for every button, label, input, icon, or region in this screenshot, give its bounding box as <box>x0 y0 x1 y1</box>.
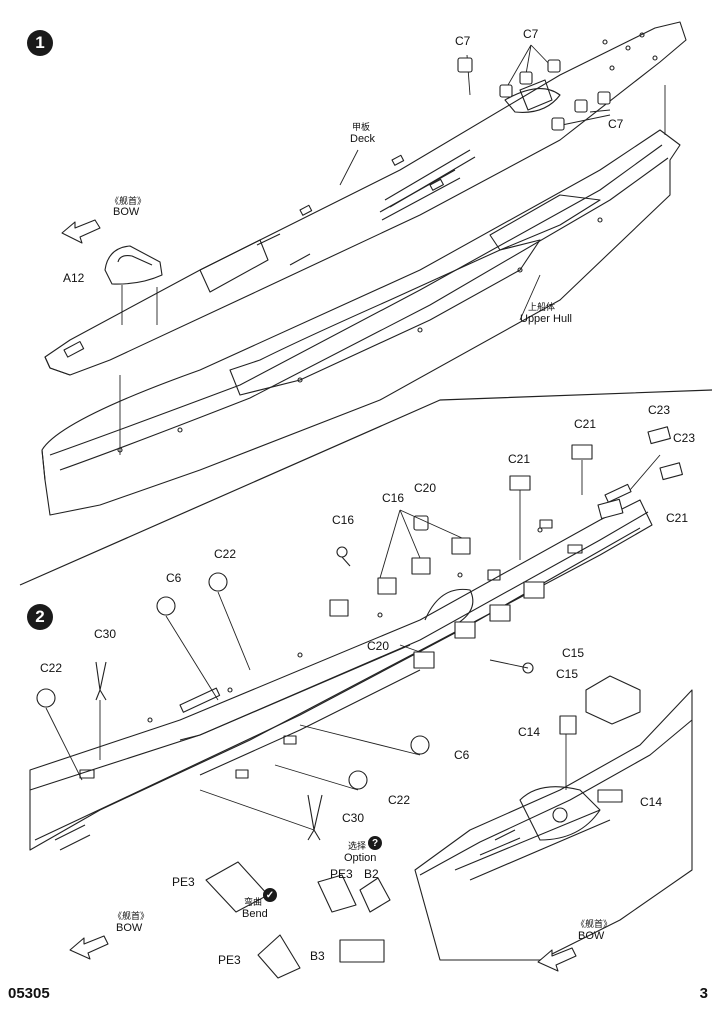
upper-hull-label-en: Upper Hull <box>520 313 572 325</box>
bow-direction-arrow-icon <box>61 219 101 244</box>
part-label-c7: C7 <box>455 34 471 48</box>
question-icon: ? <box>368 836 382 850</box>
bow-direction-arrow-icon <box>69 935 577 972</box>
part-label-c22: C22 <box>214 547 237 561</box>
part-label-c21: C21 <box>666 511 689 525</box>
bend-label-en: Bend <box>242 908 268 920</box>
bow-right-label-en: BOW <box>578 930 605 942</box>
part-label-c22: C22 <box>40 661 63 675</box>
part-label-c6: C6 <box>166 571 182 585</box>
c22-c6-parts <box>36 572 430 790</box>
c14-parts <box>559 675 641 803</box>
part-label-c22: C22 <box>388 793 411 807</box>
part-label-c16: C16 <box>332 513 355 527</box>
c7-parts <box>457 57 611 131</box>
deck-part <box>44 21 687 376</box>
part-label-c20: C20 <box>414 481 437 495</box>
step-2-badge: 2 <box>27 604 53 630</box>
part-label-c21: C21 <box>574 417 597 431</box>
part-label-c15: C15 <box>562 646 585 660</box>
kit-number: 05305 <box>8 985 50 1002</box>
bend-label-cn: 弯曲 <box>244 897 263 907</box>
upper-hull-part <box>41 129 681 516</box>
deck-label-en: Deck <box>350 133 376 145</box>
part-label-b3: B3 <box>310 949 325 963</box>
option-label-cn: 选择 <box>348 841 367 851</box>
part-label-c7: C7 <box>523 27 539 41</box>
part-label-c7: C7 <box>608 117 624 131</box>
option-label-en: Option <box>344 852 377 864</box>
step-1-badge: 1 <box>27 30 53 56</box>
bow-left-label-cn: 《舰首》 <box>113 911 150 921</box>
part-label-c23: C23 <box>648 403 671 417</box>
part-label-pe3: PE3 <box>218 953 241 967</box>
part-label-c30: C30 <box>94 627 117 641</box>
step2-leader-lines <box>45 454 661 831</box>
part-label-c14: C14 <box>518 725 541 739</box>
part-label-c14: C14 <box>640 795 663 809</box>
deck-label-cn: 甲板 <box>352 122 371 132</box>
part-label-pe3: PE3 <box>172 875 195 889</box>
bow-hull-part <box>414 689 693 961</box>
c21-parts <box>509 444 624 520</box>
part-label-c20: C20 <box>367 639 390 653</box>
part-label-b2: B2 <box>364 867 379 881</box>
part-label-c21: C21 <box>508 452 531 466</box>
step-divider <box>19 389 713 586</box>
part-label-a12: A12 <box>63 271 85 285</box>
bow-label-en: BOW <box>113 206 140 218</box>
page-number: 3 <box>699 985 708 1002</box>
part-label-c15: C15 <box>556 667 579 681</box>
part-label-c30: C30 <box>342 811 365 825</box>
c16-parts <box>329 537 471 617</box>
bow-left-label-en: BOW <box>116 922 143 934</box>
photo-etch-parts <box>205 861 391 979</box>
bow-label-cn: 《舰首》 <box>110 196 147 206</box>
check-icon: ✓ <box>263 888 277 902</box>
part-label-c6: C6 <box>454 748 470 762</box>
c15-parts <box>413 581 545 674</box>
part-label-pe3: PE3 <box>330 867 353 881</box>
c20-part <box>413 515 429 531</box>
a12-part <box>104 245 163 285</box>
bow-right-label-cn: 《舰首》 <box>576 919 613 929</box>
c23-parts <box>647 426 683 481</box>
upper-hull-label-cn: 上船体 <box>528 302 556 312</box>
part-label-c16: C16 <box>382 491 405 505</box>
part-label-c23: C23 <box>673 431 696 445</box>
